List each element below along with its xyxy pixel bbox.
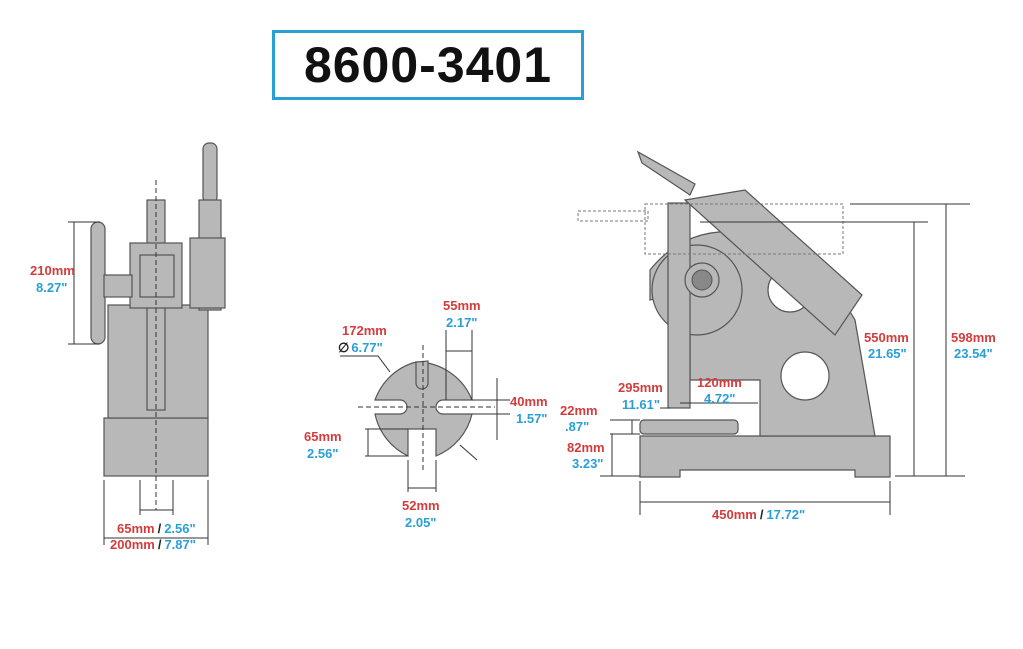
dimension-label: 2.05" — [405, 515, 436, 530]
dimension-label: 172mm — [342, 323, 387, 338]
svg-text:65mm/2.56": 65mm/2.56" — [117, 521, 196, 536]
svg-text:200mm/7.87": 200mm/7.87" — [110, 537, 196, 552]
dimension-label: 1.57" — [516, 411, 547, 426]
svg-text:450mm/17.72": 450mm/17.72" — [712, 507, 805, 522]
plate-view: 172mm ∅6.77" 55mm 2.17" 40mm 1.57" 65mm … — [304, 298, 548, 530]
dimension-label: 598mm — [951, 330, 996, 345]
dimension-label: 6.77" — [351, 340, 382, 355]
side-view: 295mm 11.61" 120mm 4.72" 22mm .87" 82mm … — [560, 150, 996, 522]
dimension-label: / — [158, 537, 162, 552]
dimension-line — [340, 355, 391, 373]
dimension-label: 450mm — [712, 507, 757, 522]
dimension-label: 8.27" — [36, 280, 67, 295]
side-table — [639, 419, 739, 435]
front-view: 210mm 8.27" 65mm/2.56" 200mm/7.87" — [30, 142, 226, 552]
frame-hole — [780, 351, 830, 401]
dimension-label: 52mm — [402, 498, 440, 513]
dimension-label: 21.65" — [868, 346, 907, 361]
dimension-label: 4.72" — [704, 391, 735, 406]
svg-text:∅6.77": ∅6.77" — [338, 340, 383, 355]
side-lever — [636, 150, 696, 196]
dimension-label: 295mm — [618, 380, 663, 395]
dimension-label: 82mm — [567, 440, 605, 455]
ratchet — [189, 237, 226, 309]
side-base — [639, 435, 891, 478]
dimension-label: 550mm — [864, 330, 909, 345]
dimension-label: 40mm — [510, 394, 548, 409]
dimension-label: 17.72" — [766, 507, 805, 522]
dimension-label: 7.87" — [164, 537, 195, 552]
dimension-label: ∅ — [338, 340, 349, 355]
handwheel — [90, 221, 106, 345]
drawing-shape — [644, 203, 844, 255]
model-number: 8600-3401 — [303, 37, 553, 93]
dimension-label: 2.56" — [307, 446, 338, 461]
dimension-label: 65mm — [304, 429, 342, 444]
dimension-label: 11.61" — [622, 397, 660, 412]
side-ram — [667, 202, 691, 409]
front-plate — [139, 254, 175, 298]
dimension-label: 120mm — [697, 375, 742, 390]
model-number-box: 8600-3401 — [272, 30, 584, 100]
dimension-label: 2.56" — [164, 521, 195, 536]
dimension-label: 2.17" — [446, 315, 477, 330]
dimension-label: 55mm — [443, 298, 481, 313]
dimension-label: 200mm — [110, 537, 155, 552]
dimension-label: .87" — [565, 419, 589, 434]
top-slot — [415, 360, 429, 390]
drawing-shape — [577, 210, 649, 222]
dimension-label: 22mm — [560, 403, 598, 418]
dimension-label: / — [158, 521, 162, 536]
dimension-label: 210mm — [30, 263, 75, 278]
dimension-label: 65mm — [117, 521, 155, 536]
dimension-label: 23.54" — [954, 346, 993, 361]
head-arm — [683, 189, 863, 336]
dimension-label: 3.23" — [572, 456, 603, 471]
hub — [103, 274, 133, 298]
drawing-shape — [691, 269, 713, 291]
lever-handle — [202, 142, 218, 204]
dimension-label: / — [760, 507, 764, 522]
dimension-line — [459, 444, 478, 461]
